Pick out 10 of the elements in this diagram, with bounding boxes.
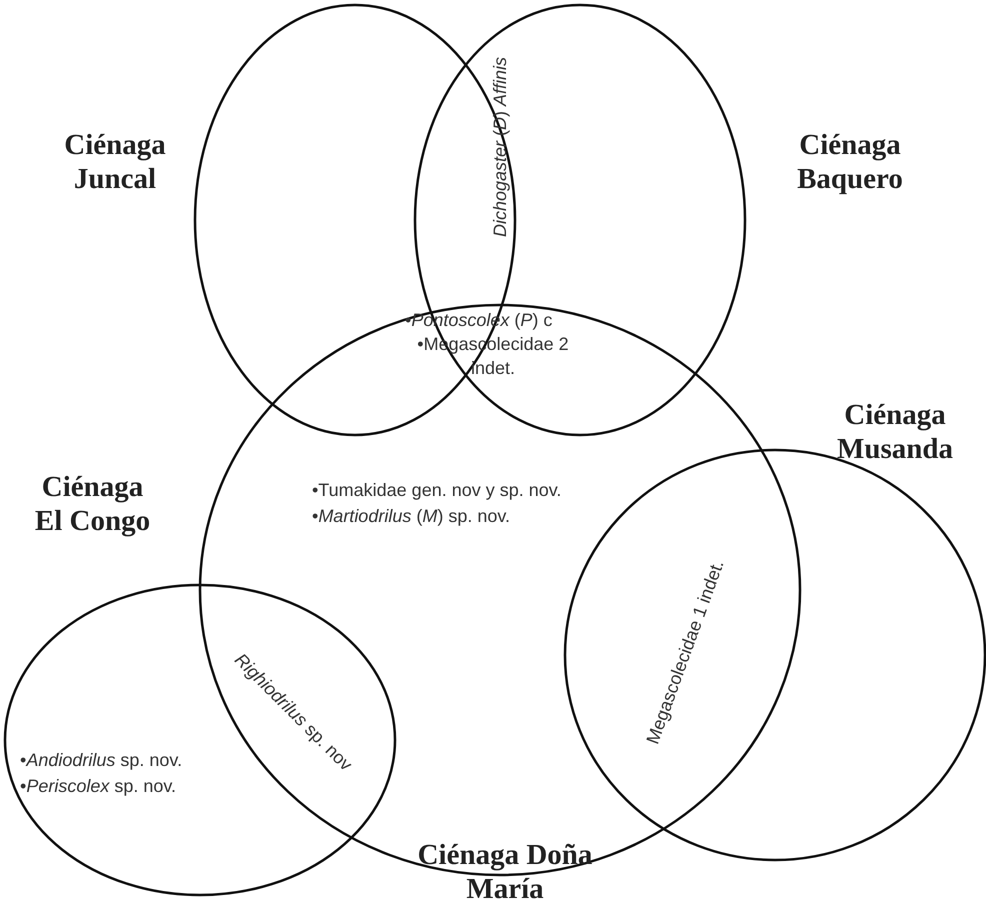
species-label: Dichogaster (D) Affinis (489, 56, 512, 238)
set-label: Ciénaga Baquero (796, 128, 904, 196)
set-label: Ciénaga Musanda (836, 398, 954, 466)
set-label: Ciénaga Doña María (416, 838, 594, 906)
set-label: Ciénaga El Congo (34, 470, 152, 538)
species-label: •Periscolex sp. nov. (20, 775, 176, 798)
species-label: •Andiodrilus sp. nov. (20, 749, 182, 772)
species-label: •Martiodrilus (M) sp. nov. (312, 505, 510, 528)
set-label: Ciénaga Juncal (63, 128, 167, 196)
species-label: •Tumakidae gen. nov y sp. nov. (312, 479, 562, 502)
